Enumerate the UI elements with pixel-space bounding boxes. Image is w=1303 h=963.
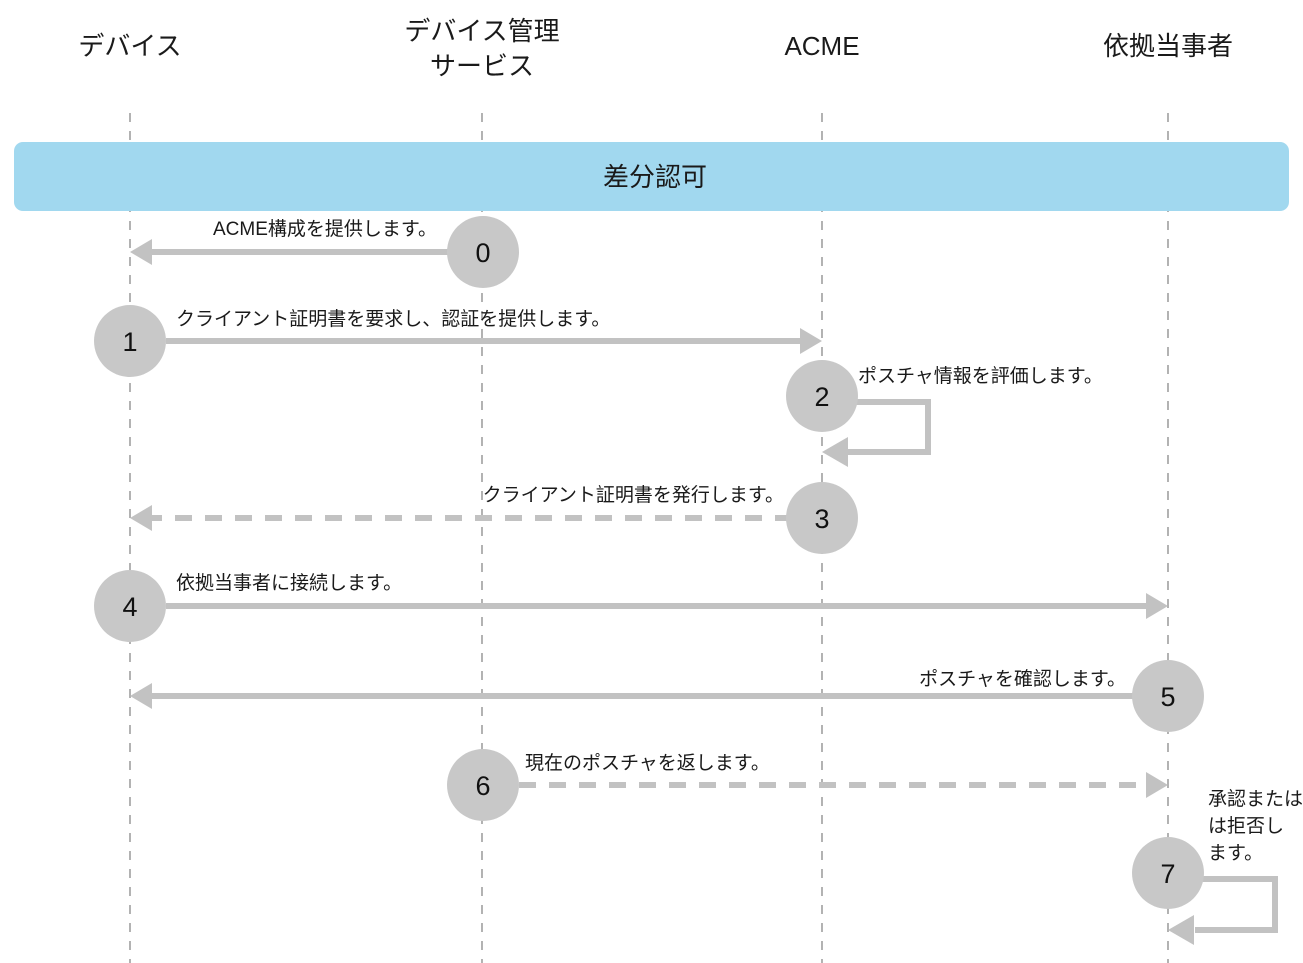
step-number-2: 2 xyxy=(814,382,829,412)
arrowhead-left-5 xyxy=(130,683,152,709)
step-circle-5[interactable] xyxy=(1132,660,1204,732)
step-number-5: 5 xyxy=(1160,682,1175,712)
lane-header-relying-party: 依拠当事者 xyxy=(1103,31,1233,61)
step-circle-2[interactable] xyxy=(786,360,858,432)
step-number-3: 3 xyxy=(814,504,829,534)
message-label-3: クライアント証明書を発行します。 xyxy=(483,484,784,506)
message-label-5: ポスチャを確認します。 xyxy=(919,668,1126,690)
lifelines xyxy=(129,113,1169,963)
step-circle-4[interactable] xyxy=(94,570,166,642)
phase-banner-label: 差分認可 xyxy=(603,162,707,192)
arrowhead-left-7 xyxy=(1168,915,1194,945)
message-selfloop-2 xyxy=(822,399,931,455)
message-step-2[interactable]: 2 ポスチャ情報を評価します。 xyxy=(786,360,1103,467)
arrowhead-right-1 xyxy=(800,328,822,354)
message-step-1[interactable]: 1 クライアント証明書を要求し、認証を提供します。 xyxy=(94,305,822,377)
arrowhead-left-0 xyxy=(130,239,152,265)
step-circle-1[interactable] xyxy=(94,305,166,377)
arrowhead-right-4 xyxy=(1146,593,1168,619)
arrowhead-left-3 xyxy=(130,505,152,531)
lane-header-dms-line1: デバイス管理 xyxy=(404,16,559,46)
message-step-4[interactable]: 4 依拠当事者に接続します。 xyxy=(94,570,1168,642)
step-number-1: 1 xyxy=(122,327,137,357)
step-number-4: 4 xyxy=(122,592,137,622)
step-circle-0[interactable] xyxy=(447,216,519,288)
lane-header-acme: ACME xyxy=(784,31,859,61)
message-label-4: 依拠当事者に接続します。 xyxy=(176,572,402,594)
step-circle-3[interactable] xyxy=(786,482,858,554)
step-number-0: 0 xyxy=(475,238,490,268)
message-label-7-line2: は拒否し xyxy=(1208,815,1284,837)
message-label-0: ACME構成を提供します。 xyxy=(213,218,437,240)
message-label-7-line1: 承認または xyxy=(1208,788,1303,810)
message-step-7[interactable]: 7 承認または は拒否し ます。 xyxy=(1132,788,1303,945)
message-label-2: ポスチャ情報を評価します。 xyxy=(858,365,1103,387)
message-label-6: 現在のポスチャを返します。 xyxy=(525,752,770,774)
message-step-6[interactable]: 6 現在のポスチャを返します。 xyxy=(447,749,1168,821)
message-step-0[interactable]: 0 ACME構成を提供します。 xyxy=(130,216,519,288)
arrowhead-right-6 xyxy=(1146,772,1168,798)
phase-banner-rect xyxy=(14,142,1289,211)
step-circle-6[interactable] xyxy=(447,749,519,821)
arrowhead-left-2 xyxy=(822,437,848,467)
lane-header-device: デバイス xyxy=(78,31,181,61)
step-circle-7[interactable] xyxy=(1132,837,1204,909)
step-number-6: 6 xyxy=(475,771,490,801)
step-number-7: 7 xyxy=(1160,859,1175,889)
message-selfloop-7 xyxy=(1168,876,1278,933)
message-label-1: クライアント証明書を要求し、認証を提供します。 xyxy=(176,308,610,330)
phase-banner: 差分認可 xyxy=(14,142,1289,211)
lane-headers: デバイス デバイス管理 サービス ACME 依拠当事者 xyxy=(78,16,1233,81)
message-label-7-line3: ます。 xyxy=(1208,843,1263,864)
lane-header-dms-line2: サービス xyxy=(430,51,534,81)
message-step-3[interactable]: 3 クライアント証明書を発行します。 xyxy=(130,482,858,554)
message-step-5[interactable]: 5 ポスチャを確認します。 xyxy=(130,660,1204,732)
